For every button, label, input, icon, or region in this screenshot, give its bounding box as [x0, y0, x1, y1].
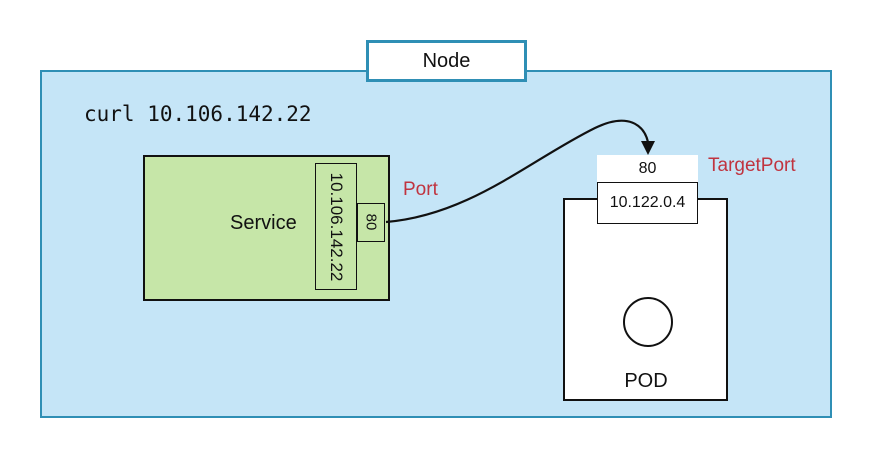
target-port-box: 80 — [597, 155, 698, 182]
pod-ip-box: 10.122.0.4 — [597, 182, 698, 224]
curl-command: curl 10.106.142.22 — [84, 102, 312, 126]
pod-container-circle — [623, 297, 673, 347]
target-port-caption: TargetPort — [708, 155, 796, 176]
service-box — [143, 155, 390, 301]
service-label: Service — [230, 212, 297, 234]
service-port-value: 80 — [362, 213, 380, 231]
pod-label: POD — [624, 370, 668, 392]
node-label-box: Node — [366, 40, 527, 82]
service-port-box — [357, 203, 385, 242]
service-cluster-ip: 10.106.142.22 — [327, 172, 346, 282]
node-label: Node — [422, 49, 471, 72]
port-caption: Port — [403, 179, 438, 200]
target-port-value: 80 — [638, 159, 657, 177]
service-cluster-ip-box — [315, 163, 357, 290]
pod-ip: 10.122.0.4 — [609, 194, 686, 211]
